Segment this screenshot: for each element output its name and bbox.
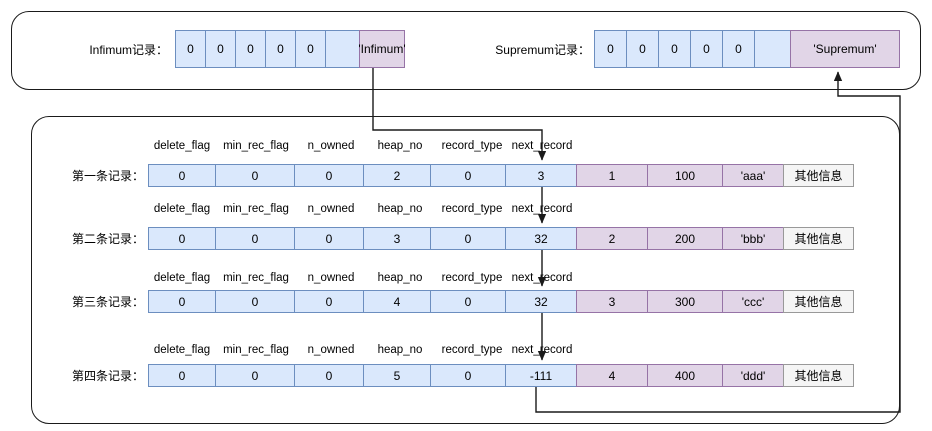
record-4-col-value: 400 — [647, 364, 723, 387]
supremum-cell-0: 0 — [594, 30, 627, 68]
record-2-col-id: 2 — [576, 227, 648, 250]
supremum-next-record-cell — [754, 30, 791, 68]
record-3-other-info: 其他信息 — [783, 290, 854, 313]
record-3-col-id: 3 — [576, 290, 648, 313]
header-delete-flag-2: delete_flag — [153, 203, 211, 215]
header-heap-no-1: heap_no — [377, 140, 423, 152]
supremum-cell-2: 0 — [658, 30, 691, 68]
record-4-strip: 0 0 0 5 0 -111 4 400 'ddd' 其他信息 — [148, 364, 854, 387]
infimum-cell-3: 0 — [265, 30, 296, 68]
supremum-cell-1: 0 — [626, 30, 659, 68]
header-n-owned-4: n_owned — [307, 344, 355, 356]
record-3-next-record: 32 — [505, 290, 577, 313]
record-4-n-owned: 0 — [294, 364, 364, 387]
header-record-type-1: record_type — [441, 140, 503, 152]
record-2-strip: 0 0 0 3 0 32 2 200 'bbb' 其他信息 — [148, 227, 854, 250]
header-record-type-3: record_type — [441, 272, 503, 284]
record-1-min-rec-flag: 0 — [215, 164, 295, 187]
record-1-next-record: 3 — [505, 164, 577, 187]
record-4-delete-flag: 0 — [148, 364, 216, 387]
record-3-record-type: 0 — [430, 290, 506, 313]
header-record-type-4: record_type — [441, 344, 503, 356]
record-4-record-type: 0 — [430, 364, 506, 387]
record-2-record-type: 0 — [430, 227, 506, 250]
header-n-owned-1: n_owned — [307, 140, 355, 152]
header-delete-flag-1: delete_flag — [153, 140, 211, 152]
infimum-record-strip: 0 0 0 0 0 'Infimum' — [175, 30, 406, 68]
record-1-heap-no: 2 — [363, 164, 431, 187]
header-min-rec-flag-2: min_rec_flag — [223, 203, 289, 215]
header-heap-no-2: heap_no — [377, 203, 423, 215]
infimum-cell-1: 0 — [205, 30, 236, 68]
record-4-next-record: -111 — [505, 364, 577, 387]
record-2-heap-no: 3 — [363, 227, 431, 250]
infimum-row-label: Infimum记录： — [89, 43, 168, 57]
supremum-cell-3: 0 — [690, 30, 723, 68]
record-3-delete-flag: 0 — [148, 290, 216, 313]
record-1-strip: 0 0 0 2 0 3 1 100 'aaa' 其他信息 — [148, 164, 854, 187]
record-3-col-value: 300 — [647, 290, 723, 313]
record-3-strip: 0 0 0 4 0 32 3 300 'ccc' 其他信息 — [148, 290, 854, 313]
header-next-record-1: next_record — [511, 140, 573, 152]
record-2-next-record: 32 — [505, 227, 577, 250]
infimum-cell-4: 0 — [295, 30, 326, 68]
record-1-delete-flag: 0 — [148, 164, 216, 187]
header-next-record-4: next_record — [511, 344, 573, 356]
header-min-rec-flag-1: min_rec_flag — [223, 140, 289, 152]
supremum-record-strip: 0 0 0 0 0 'Supremum' — [594, 30, 900, 68]
infimum-cell-2: 0 — [235, 30, 266, 68]
supremum-value-cell: 'Supremum' — [790, 30, 900, 68]
record-2-n-owned: 0 — [294, 227, 364, 250]
supremum-row-label: Supremum记录： — [495, 43, 590, 57]
record-2-label: 第二条记录： — [71, 232, 144, 246]
header-delete-flag-3: delete_flag — [153, 272, 211, 284]
infimum-cell-0: 0 — [175, 30, 206, 68]
header-min-rec-flag-3: min_rec_flag — [223, 272, 289, 284]
record-1-record-type: 0 — [430, 164, 506, 187]
record-4-col-id: 4 — [576, 364, 648, 387]
header-record-type-2: record_type — [441, 203, 503, 215]
record-4-heap-no: 5 — [363, 364, 431, 387]
infimum-next-record-cell — [325, 30, 360, 68]
record-2-col-text: 'bbb' — [722, 227, 784, 250]
header-n-owned-2: n_owned — [307, 203, 355, 215]
header-delete-flag-4: delete_flag — [153, 344, 211, 356]
record-1-col-value: 100 — [647, 164, 723, 187]
record-1-n-owned: 0 — [294, 164, 364, 187]
record-1-other-info: 其他信息 — [783, 164, 854, 187]
record-3-n-owned: 0 — [294, 290, 364, 313]
header-next-record-3: next_record — [511, 272, 573, 284]
record-1-col-text: 'aaa' — [722, 164, 784, 187]
record-4-min-rec-flag: 0 — [215, 364, 295, 387]
record-2-min-rec-flag: 0 — [215, 227, 295, 250]
record-4-col-text: 'ddd' — [722, 364, 784, 387]
supremum-cell-4: 0 — [722, 30, 755, 68]
record-2-other-info: 其他信息 — [783, 227, 854, 250]
infimum-value-cell: 'Infimum' — [358, 30, 406, 68]
record-4-other-info: 其他信息 — [783, 364, 854, 387]
header-n-owned-3: n_owned — [307, 272, 355, 284]
header-heap-no-3: heap_no — [377, 272, 423, 284]
header-min-rec-flag-4: min_rec_flag — [223, 344, 289, 356]
record-2-delete-flag: 0 — [148, 227, 216, 250]
header-next-record-2: next_record — [511, 203, 573, 215]
record-1-col-id: 1 — [576, 164, 648, 187]
header-heap-no-4: heap_no — [377, 344, 423, 356]
record-4-label: 第四条记录： — [71, 369, 144, 383]
record-2-col-value: 200 — [647, 227, 723, 250]
record-3-col-text: 'ccc' — [722, 290, 784, 313]
record-3-heap-no: 4 — [363, 290, 431, 313]
record-1-label: 第一条记录： — [71, 169, 144, 183]
record-3-label: 第三条记录： — [71, 295, 144, 309]
record-3-min-rec-flag: 0 — [215, 290, 295, 313]
